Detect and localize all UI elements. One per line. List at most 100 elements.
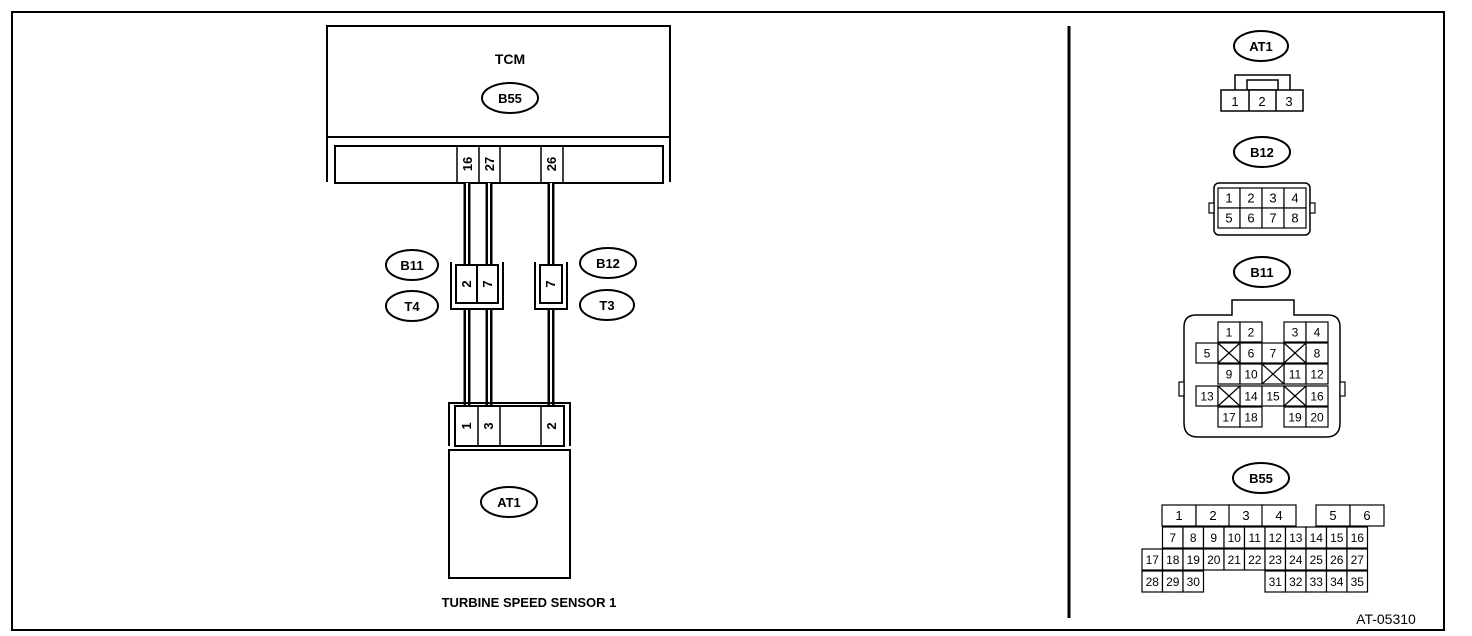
- connector-pin-label: 2: [1248, 325, 1255, 339]
- turbine-speed-sensor: 1 3 2 AT1: [448, 402, 571, 579]
- connector-pin-label: 34: [1330, 575, 1344, 589]
- connector-pin-label: 7: [1169, 531, 1176, 545]
- connector-pin-label: 4: [1291, 191, 1298, 206]
- connector-pin-label: 12: [1310, 367, 1324, 381]
- connector-pin-label: 8: [1190, 531, 1197, 545]
- tcm-pin-27: 27: [482, 157, 497, 171]
- b12-view-code: B12: [1250, 145, 1274, 160]
- b12-code: B12: [596, 256, 620, 271]
- connector-pin-label: 7: [1270, 346, 1277, 360]
- connector-pin-label: 31: [1269, 575, 1283, 589]
- connector-pin-label: 18: [1244, 410, 1258, 424]
- joint-connector-b11-t4: 2 7 B11 T4: [385, 249, 504, 322]
- connector-pin-label: 19: [1187, 553, 1201, 567]
- connector-pin-label: 21: [1228, 553, 1242, 567]
- connector-pin-label: 3: [1292, 325, 1299, 339]
- connector-pin-label: 13: [1200, 389, 1214, 403]
- connector-pin-label: 35: [1351, 575, 1365, 589]
- connector-pin-label: 9: [1210, 531, 1217, 545]
- connector-pin-label: 11: [1289, 367, 1302, 381]
- connector-pin-label: 32: [1289, 575, 1303, 589]
- connector-pin-label: 5: [1225, 211, 1232, 226]
- at1-view-pin: 3: [1285, 94, 1292, 109]
- connector-view-at1: AT1 1 2 3: [1220, 30, 1304, 112]
- sensor-pin-3: 3: [481, 422, 496, 429]
- connector-pin-label: 20: [1207, 553, 1221, 567]
- tcm-label: TCM: [495, 51, 525, 67]
- b12-pin-7: 7: [543, 280, 558, 287]
- connector-pin-label: 3: [1269, 191, 1276, 206]
- connector-pin-label: 8: [1314, 346, 1321, 360]
- sensor-caption: TURBINE SPEED SENSOR 1: [442, 595, 617, 610]
- connector-pin-label: 15: [1266, 389, 1280, 403]
- connector-pin-label: 1: [1226, 325, 1233, 339]
- connector-pin-label: 24: [1289, 553, 1303, 567]
- connector-pin-label: 10: [1244, 367, 1258, 381]
- connector-pin-label: 14: [1244, 389, 1258, 403]
- connector-pin-label: 1: [1225, 191, 1232, 206]
- connector-pin-label: 14: [1310, 531, 1324, 545]
- connector-pin-label: 8: [1291, 211, 1298, 226]
- b11-pin-7: 7: [480, 280, 495, 287]
- tcm-connector-code: B55: [498, 91, 522, 106]
- t4-code: T4: [404, 299, 420, 314]
- connector-pin-label: 22: [1248, 553, 1262, 567]
- tcm-unit: TCM B55 16 27 26: [326, 25, 671, 184]
- tcm-pin-16: 16: [460, 157, 475, 171]
- connector-pin-label: 1: [1175, 508, 1182, 523]
- tcm-connector-strip: [334, 145, 664, 184]
- sensor-pin-1: 1: [459, 422, 474, 429]
- connector-pin-label: 7: [1269, 211, 1276, 226]
- at1-view-pin: 1: [1231, 94, 1238, 109]
- connector-pin-label: 6: [1363, 508, 1370, 523]
- sensor-pin-2: 2: [544, 422, 559, 429]
- connector-pin-label: 19: [1288, 410, 1302, 424]
- tcm-pin-26: 26: [544, 157, 559, 171]
- connector-pin-label: 5: [1329, 508, 1336, 523]
- b11-pin-2: 2: [459, 280, 474, 287]
- at1-view-code: AT1: [1249, 39, 1273, 54]
- connector-pin-label: 18: [1166, 553, 1180, 567]
- connector-pin-label: 6: [1248, 346, 1255, 360]
- connector-pin-label: 23: [1269, 553, 1283, 567]
- connector-pin-label: 17: [1222, 410, 1236, 424]
- connector-pin-label: 28: [1146, 575, 1160, 589]
- connector-pin-label: 17: [1146, 553, 1160, 567]
- connector-pin-label: 15: [1330, 531, 1344, 545]
- sensor-code: AT1: [497, 495, 521, 510]
- connector-pin-label: 6: [1247, 211, 1254, 226]
- figure-id: AT-05310: [1356, 611, 1416, 627]
- connector-pin-label: 5: [1204, 346, 1211, 360]
- connector-pin-label: 2: [1247, 191, 1254, 206]
- b55-view-code: B55: [1249, 471, 1273, 486]
- connector-pin-label: 4: [1275, 508, 1282, 523]
- sensor-connector-strip: [454, 405, 565, 447]
- connector-pin-label: 10: [1228, 531, 1242, 545]
- connector-pin-label: 25: [1310, 553, 1324, 567]
- at1-view-pin: 2: [1258, 94, 1265, 109]
- connector-pin-label: 29: [1166, 575, 1180, 589]
- connector-pin-label: 30: [1187, 575, 1201, 589]
- connector-pin-label: 12: [1269, 531, 1283, 545]
- connector-pin-label: 11: [1249, 531, 1262, 545]
- connector-pin-label: 13: [1289, 531, 1303, 545]
- connector-pin-label: 16: [1351, 531, 1365, 545]
- b11-view-code: B11: [1250, 265, 1273, 280]
- connector-pin-label: 2: [1209, 508, 1216, 523]
- b11-code: B11: [400, 258, 423, 273]
- connector-pin-label: 26: [1330, 553, 1344, 567]
- connector-pin-label: 4: [1314, 325, 1321, 339]
- diagram-frame: [11, 11, 1445, 631]
- tcm-connector-code-oval: [481, 82, 539, 114]
- connector-pin-label: 9: [1226, 367, 1233, 381]
- t3-code: T3: [599, 298, 614, 313]
- connector-pin-label: 20: [1310, 410, 1324, 424]
- connector-pin-label: 16: [1310, 389, 1324, 403]
- joint-connector-b12-t3: 7 B12 T3: [534, 247, 637, 321]
- connector-pin-label: 27: [1351, 553, 1365, 567]
- connector-pin-label: 3: [1242, 508, 1249, 523]
